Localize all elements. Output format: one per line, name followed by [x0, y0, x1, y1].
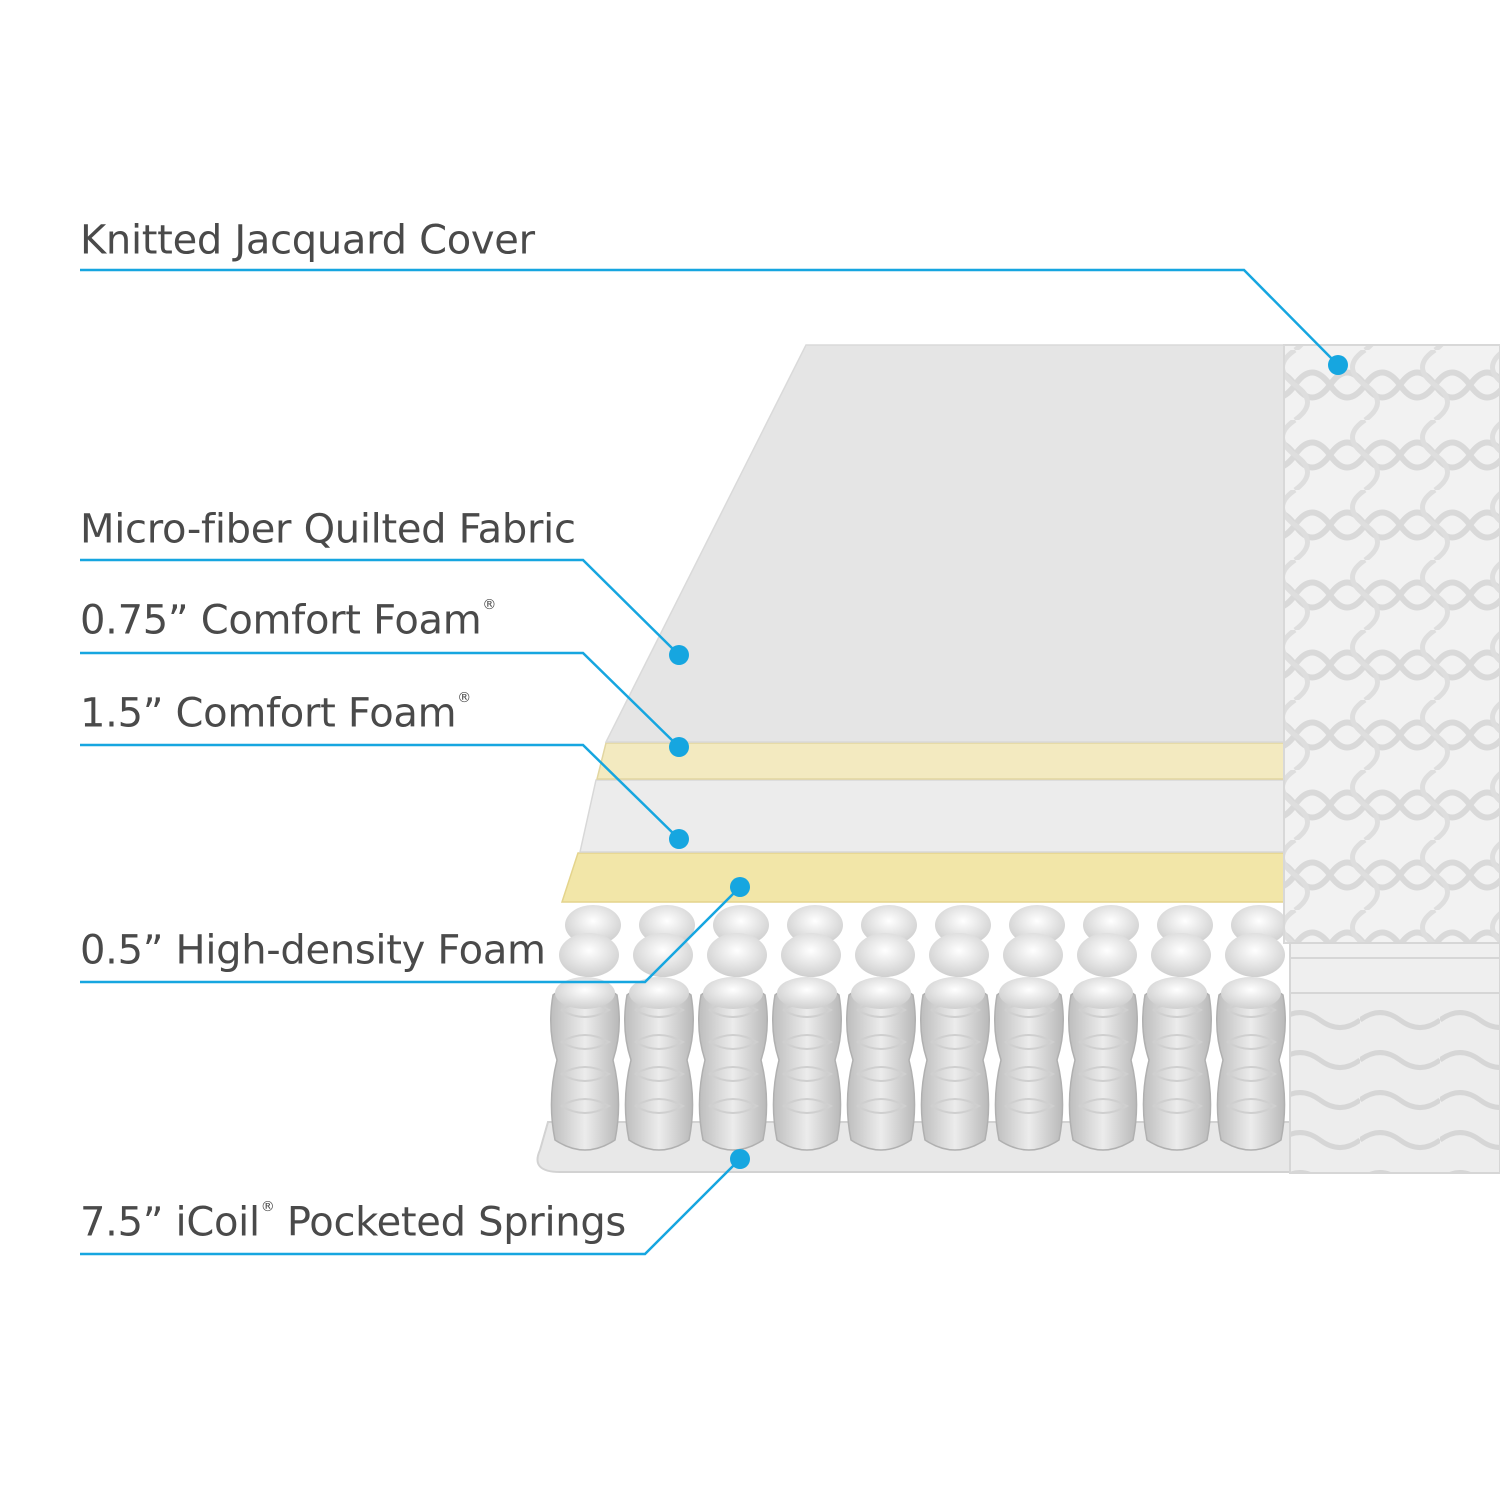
spring-coil-swirl	[1226, 1098, 1277, 1114]
spring-cap-middle	[929, 933, 989, 977]
spring-coil-swirl	[856, 1098, 907, 1114]
spring-coil-swirl	[1004, 1066, 1055, 1082]
marker-coil-dot	[730, 1149, 750, 1169]
spring-coil-swirl	[1078, 1066, 1129, 1082]
spring-coil-swirl	[634, 1034, 685, 1050]
jacquard-cover-side	[1289, 992, 1500, 1174]
spring-coil-swirl	[782, 1034, 833, 1050]
registered-mark: ®	[260, 1199, 275, 1215]
marker-foam075-dot	[669, 737, 689, 757]
spring-coil-swirl	[856, 1066, 907, 1082]
spring-coil-swirl	[634, 1098, 685, 1114]
spring-cap-middle	[707, 933, 767, 977]
marker-foam15-dot	[669, 829, 689, 849]
spring-coil-swirl	[634, 1066, 685, 1082]
spring-coil-swirl	[930, 1066, 981, 1082]
spring-coil-swirl	[1152, 1098, 1203, 1114]
spring-coil-swirl	[1004, 1098, 1055, 1114]
spring-coil-swirl	[560, 1066, 611, 1082]
label-05-high-density-foam: 0.5” High-density Foam	[80, 927, 546, 974]
leader-lines	[80, 268, 1339, 1256]
marker-micro-dot	[669, 645, 689, 665]
marker-hd-dot	[730, 877, 750, 897]
spring-cap-front	[1221, 977, 1281, 1009]
leader-hd	[80, 886, 741, 984]
spring-coil-swirl	[560, 1098, 611, 1114]
spring-cap-front	[851, 977, 911, 1009]
spring-coil-swirl	[708, 1066, 759, 1082]
spring-coil-swirl	[1078, 1098, 1129, 1114]
leader-coil	[80, 1158, 741, 1256]
spring-cap-middle	[1003, 933, 1063, 977]
pocketed-springs	[550, 905, 1287, 1151]
spring-cap-front	[703, 977, 763, 1009]
comfort-foam-075-layer	[596, 742, 1291, 780]
leader-foam15	[80, 743, 680, 840]
spring-coil-swirl	[560, 1034, 611, 1050]
marker-cover-dot	[1328, 355, 1348, 375]
spring-coil-swirl	[1152, 1034, 1203, 1050]
spring-coil-swirl	[1004, 1034, 1055, 1050]
jacquard-cover-border	[1289, 942, 1500, 994]
spring-coil-swirl	[1226, 1066, 1277, 1082]
spring-cap-middle	[559, 933, 619, 977]
leader-foam075	[80, 651, 680, 748]
spring-coil-swirl	[782, 1098, 833, 1114]
jacquard-cover-top	[1283, 344, 1500, 944]
spring-cap-front	[555, 977, 615, 1009]
spring-cap-front	[999, 977, 1059, 1009]
spring-cap-middle	[1151, 933, 1211, 977]
micro-fiber-fabric-layer	[604, 344, 1291, 743]
spring-coil-swirl	[1152, 1066, 1203, 1082]
spring-cap-middle	[1225, 933, 1285, 977]
marker-dots	[669, 355, 1348, 1169]
spring-cap-front	[629, 977, 689, 1009]
spring-cap-front	[777, 977, 837, 1009]
label-knitted-jacquard-cover: Knitted Jacquard Cover	[80, 217, 535, 264]
spring-cap-front	[925, 977, 985, 1009]
leader-cover	[80, 268, 1339, 366]
spring-coil-swirl	[1078, 1034, 1129, 1050]
label-15-comfort-foam: 1.5” Comfort Foam®	[80, 690, 471, 737]
spring-coil-swirl	[708, 1034, 759, 1050]
label-75-icoil-pocketed-springs: 7.5” iCoil® Pocketed Springs	[80, 1199, 626, 1246]
high-density-foam-layer	[560, 852, 1291, 903]
spring-cap-middle	[781, 933, 841, 977]
label-075-comfort-foam: 0.75” Comfort Foam®	[80, 597, 497, 644]
spring-coil-swirl	[930, 1034, 981, 1050]
spring-cap-front	[1073, 977, 1133, 1009]
registered-mark: ®	[457, 690, 471, 706]
label-micro-fiber-quilted-fabric: Micro-fiber Quilted Fabric	[80, 506, 576, 553]
spring-coil-swirl	[856, 1034, 907, 1050]
spring-coil-swirl	[782, 1066, 833, 1082]
spring-coil-swirl	[930, 1098, 981, 1114]
spring-coil-swirl	[708, 1098, 759, 1114]
leader-micro	[80, 558, 680, 656]
spring-cap-front	[1147, 977, 1207, 1009]
registered-mark: ®	[482, 597, 497, 613]
spring-cap-middle	[855, 933, 915, 977]
spring-cap-middle	[633, 933, 693, 977]
spring-coil-swirl	[1226, 1034, 1277, 1050]
spring-cap-middle	[1077, 933, 1137, 977]
